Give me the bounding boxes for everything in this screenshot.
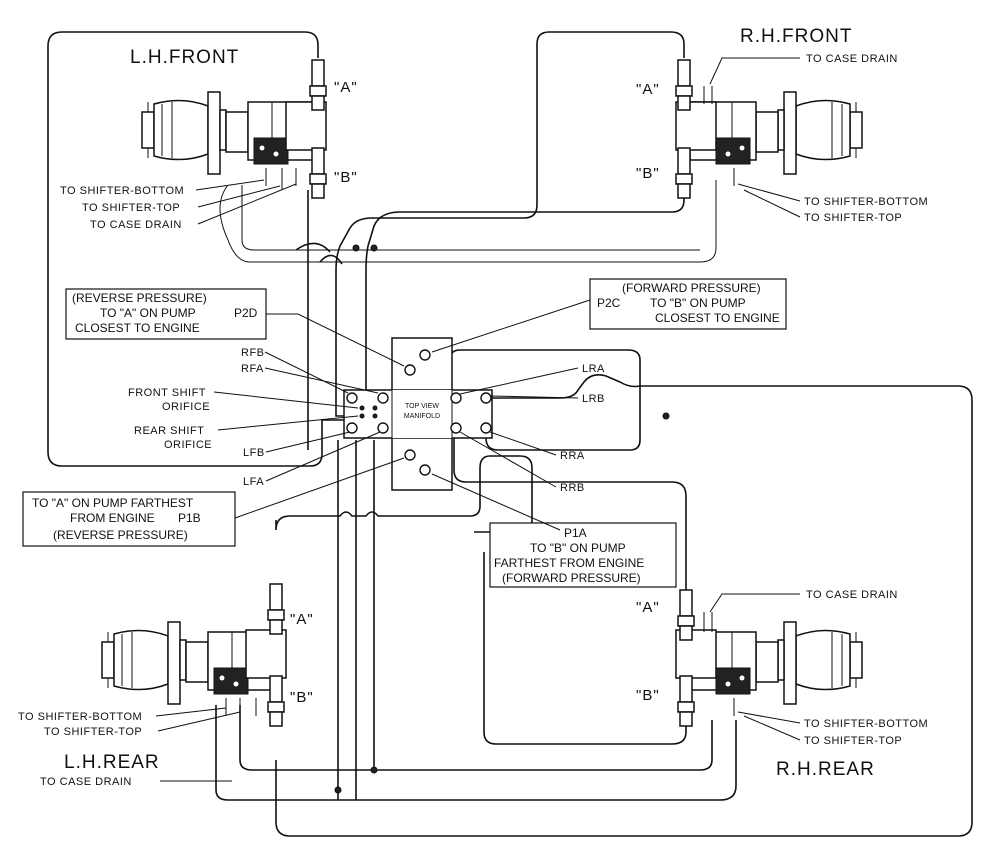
p2c-tag: P2C: [597, 296, 621, 310]
label-rear-shift-2: ORIFICE: [164, 439, 212, 451]
label-rrb: RRB: [560, 482, 585, 494]
mark-a-lhf: "A": [334, 79, 358, 96]
p1b-tag: P1B: [178, 511, 201, 525]
hose-lhf-loop: [47, 31, 346, 467]
p2c-line1: (FORWARD PRESSURE): [622, 281, 761, 295]
p2c-line2: TO "B" ON PUMP: [650, 296, 746, 310]
rhf-shifter-top: TO SHIFTER-TOP: [804, 212, 902, 224]
lhf-case-drain: TO CASE DRAIN: [90, 219, 182, 231]
pump-rh-front: [675, 59, 863, 199]
pump-lh-front: [141, 59, 327, 199]
pump-rh-rear: [675, 589, 863, 727]
label-rfa: RFA: [241, 363, 264, 375]
title-lh-front: L.H.FRONT: [130, 47, 239, 68]
lhf-shifter-bottom: TO SHIFTER-BOTTOM: [60, 185, 184, 197]
p1a-line3: (FORWARD PRESSURE): [502, 571, 641, 585]
lhr-case-drain: TO CASE DRAIN: [40, 776, 132, 788]
hose-bottom-1: [239, 705, 713, 771]
label-lrb: LRB: [582, 393, 605, 405]
hose-lhr-loop: [275, 455, 533, 533]
p2d-line3: CLOSEST TO ENGINE: [75, 321, 200, 335]
box-p2c: (FORWARD PRESSURE) P2C TO "B" ON PUMP CL…: [431, 278, 787, 353]
rhf-shifter-bottom: TO SHIFTER-BOTTOM: [804, 196, 928, 208]
mark-a-rhf: "A": [636, 81, 660, 98]
mark-a-lhr: "A": [290, 611, 314, 628]
hose-rr-loop2: [449, 349, 641, 451]
hose-rr-loop: [453, 430, 687, 600]
label-rear-shift-1: REAR SHIFT: [134, 425, 204, 437]
callouts-rh-rear: TO CASE DRAIN TO SHIFTER-BOTTOM TO SHIFT…: [709, 589, 928, 747]
hose-hump-2: [319, 254, 343, 265]
hose-hump-1: [295, 242, 331, 253]
label-lfa: LFA: [243, 476, 264, 488]
title-rh-rear: R.H.REAR: [776, 759, 875, 780]
p2c-line3: CLOSEST TO ENGINE: [655, 311, 780, 325]
p2d-tag: P2D: [234, 306, 258, 320]
p1a-line1: TO "B" ON PUMP: [530, 541, 626, 555]
mark-b-rhr: "B": [636, 687, 660, 704]
mark-b-lhr: "B": [290, 689, 314, 706]
label-front-shift-2: ORIFICE: [162, 401, 210, 413]
title-lh-rear: L.H.REAR: [64, 752, 160, 773]
label-lfb: LFB: [243, 447, 265, 459]
pump-lh-rear: [101, 583, 287, 727]
box-p2d: (REVERSE PRESSURE) TO "A" ON PUMP CLOSES…: [65, 288, 405, 367]
p1b-line1: TO "A" ON PUMP FARTHEST: [32, 496, 194, 510]
title-rh-front: R.H.FRONT: [740, 26, 852, 47]
label-rra: RRA: [560, 450, 585, 462]
p1a-line2: FARTHEST FROM ENGINE: [494, 556, 644, 570]
hose-routes: [47, 31, 973, 837]
label-front-shift-1: FRONT SHIFT: [128, 387, 206, 399]
manifold: TOP VIEW MANIFOLD: [343, 337, 493, 491]
label-rfb: RFB: [241, 347, 265, 359]
mark-b-rhf: "B": [636, 165, 660, 182]
p1b-line3: (REVERSE PRESSURE): [53, 528, 188, 542]
p1b-line2: FROM ENGINE: [70, 511, 155, 525]
p1a-tag: P1A: [564, 526, 587, 540]
label-lra: LRA: [582, 363, 605, 375]
manifold-port-labels: RFB RFA FRONT SHIFT ORIFICE REAR SHIFT O…: [128, 347, 605, 494]
mark-b-lhf: "B": [334, 169, 358, 186]
rhr-shifter-top: TO SHIFTER-TOP: [804, 735, 902, 747]
rhr-shifter-bottom: TO SHIFTER-BOTTOM: [804, 718, 928, 730]
rhr-case-drain: TO CASE DRAIN: [806, 589, 898, 601]
manifold-label-2: MANIFOLD: [404, 413, 440, 420]
hose-bottom-2: [215, 705, 737, 801]
callouts-lh-front: TO SHIFTER-BOTTOM TO SHIFTER-TOP TO CASE…: [60, 179, 297, 231]
p2d-line2: TO "A" ON PUMP: [100, 306, 196, 320]
lhf-shifter-top: TO SHIFTER-TOP: [82, 202, 180, 214]
callouts-rh-front: TO CASE DRAIN TO SHIFTER-BOTTOM TO SHIFT…: [709, 53, 928, 224]
mark-a-rhr: "A": [636, 599, 660, 616]
callouts-lh-rear: TO SHIFTER-BOTTOM TO SHIFTER-TOP TO CASE…: [18, 707, 241, 788]
hose-rhf-a: [365, 185, 685, 398]
rhf-case-drain: TO CASE DRAIN: [806, 53, 898, 65]
hose-rh-rear-b: [483, 552, 687, 745]
p2d-line1: (REVERSE PRESSURE): [72, 291, 207, 305]
lhr-shifter-bottom: TO SHIFTER-BOTTOM: [18, 711, 142, 723]
hose-top-drain2: [241, 185, 700, 251]
box-p1a: P1A TO "B" ON PUMP FARTHEST FROM ENGINE …: [431, 473, 677, 588]
lhr-shifter-top: TO SHIFTER-TOP: [44, 726, 142, 738]
box-p1b: TO "A" ON PUMP FARTHEST FROM ENGINE P1B …: [22, 457, 405, 547]
hose-top-drain: [219, 180, 717, 263]
manifold-label-1: TOP VIEW: [405, 403, 439, 410]
hose-rhr-loop: [275, 374, 973, 837]
